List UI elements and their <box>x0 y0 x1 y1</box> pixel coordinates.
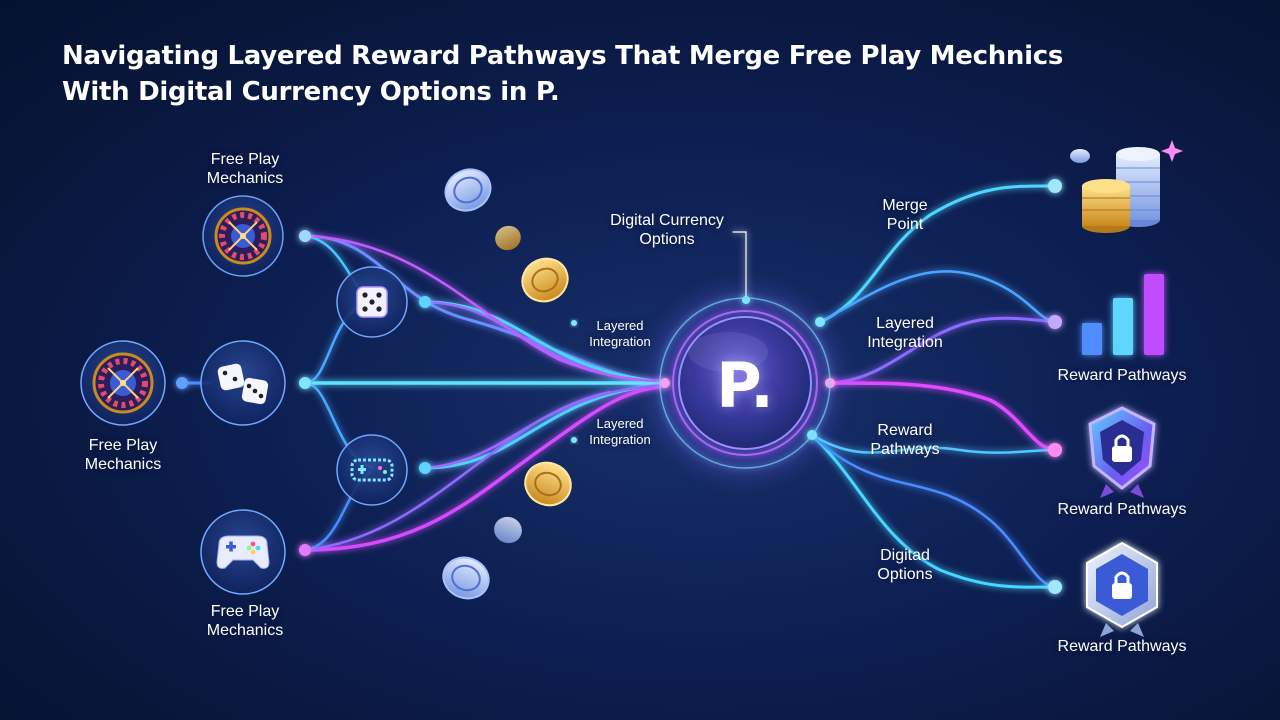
node-dot <box>1048 580 1062 594</box>
coin-streams <box>442 168 577 600</box>
layered-bottom-line2: Integration <box>589 432 651 447</box>
gold-coin-icon <box>524 461 572 507</box>
path-right-chart <box>818 270 1057 324</box>
reward-pathways-caption-2: Reward Pathways <box>1057 501 1187 518</box>
right-icons <box>1070 140 1183 637</box>
pixel-gamepad-icon <box>336 434 408 506</box>
reward-mid-line1: Reward <box>877 422 933 439</box>
left-label-middle-line1: Free Play <box>88 437 158 454</box>
node-dot <box>176 377 188 389</box>
hub-logo-letter: P. <box>716 349 774 422</box>
dice-icon <box>336 266 408 338</box>
node-dot <box>1048 443 1062 457</box>
layered-top-line2: Integration <box>589 334 651 349</box>
node-dot <box>742 296 750 304</box>
node-dot <box>1048 179 1062 193</box>
layered-right-line1: Layered <box>876 315 934 332</box>
gold-coin-icon <box>521 257 569 303</box>
left-label-bottom-line2: Mechanics <box>206 622 284 639</box>
left-label-middle: Free Play Mechanics <box>63 436 183 474</box>
path-right-center <box>828 381 1057 452</box>
title-line-1: Navigating Layered Reward Pathways That … <box>62 41 1064 71</box>
reward-pathways-caption-3: Reward Pathways <box>1057 638 1187 655</box>
layered-right-line2: Integration <box>867 334 943 351</box>
path-right-chart-b <box>828 316 1057 385</box>
gold-coin-icon <box>495 225 521 251</box>
digital-currency-line2: Options <box>639 231 695 248</box>
shield-lock-icon <box>1088 406 1156 498</box>
page-title: Navigating Layered Reward Pathways That … <box>62 38 1212 110</box>
reward-pathways-mid-label: Reward Pathways <box>850 421 960 459</box>
token-coin-icon <box>494 516 522 544</box>
merge-point-line2: Point <box>886 216 924 233</box>
token-coin-icon <box>444 168 492 212</box>
roulette-wheel-icon <box>202 195 284 277</box>
left-label-middle-line2: Mechanics <box>84 456 162 473</box>
path-right-coins <box>818 184 1057 324</box>
layered-bottom-line1: Layered <box>596 416 644 431</box>
node-dot <box>419 462 431 474</box>
layered-integration-right-label: Layered Integration <box>845 314 965 352</box>
merge-point-line1: Merge <box>882 197 928 214</box>
roulette-wheel-icon <box>80 340 166 426</box>
token-coin-icon <box>442 556 490 600</box>
left-label-bottom: Free Play Mechanics <box>185 602 305 640</box>
digitad-line2: Options <box>877 566 933 583</box>
digitad-options-label: Digitad Options <box>855 546 955 584</box>
layered-integration-label-bottom: Layered Integration <box>572 416 668 448</box>
title-line-2: With Digital Currency Options in P. <box>62 77 560 107</box>
path-bottom <box>303 384 667 552</box>
layered-top-line1: Layered <box>596 318 644 333</box>
path-top-b <box>303 234 667 383</box>
left-label-top-line2: Mechanics <box>206 170 284 187</box>
node-dot <box>299 377 311 389</box>
layered-integration-label-top: Layered Integration <box>572 318 668 350</box>
left-label-top: Free Play Mechanics <box>185 150 305 188</box>
node-dot <box>299 230 311 242</box>
path-hub-label <box>732 231 747 301</box>
path-bottom-b <box>303 383 667 552</box>
bar-chart-icon <box>1082 274 1164 355</box>
node-dot <box>299 544 311 556</box>
path-right-bottom-b <box>810 433 1057 589</box>
reward-mid-line2: Pathways <box>870 441 940 458</box>
reward-pathways-caption-1: Reward Pathways <box>1057 367 1187 384</box>
node-dot <box>1048 315 1062 329</box>
merge-point-label: Merge Point <box>855 196 955 234</box>
left-label-bottom-line1: Free Play <box>210 603 280 620</box>
central-hub <box>659 297 831 469</box>
node-dot <box>419 296 431 308</box>
gamepad-icon <box>200 509 286 595</box>
path-right-shield <box>810 433 1057 454</box>
shield-lock-icon <box>1086 541 1158 637</box>
left-icon-nodes <box>80 195 408 595</box>
node-dot <box>815 317 825 327</box>
dice-pair-icon <box>200 340 286 426</box>
coin-stack-icon <box>1070 140 1183 233</box>
right-pathways <box>732 184 1057 589</box>
node-dot <box>660 378 670 388</box>
path-right-bottom <box>810 433 1057 589</box>
digitad-line1: Digitad <box>880 547 930 564</box>
digital-currency-label: Digital Currency Options <box>592 211 742 249</box>
left-label-top-line1: Free Play <box>210 151 280 168</box>
digital-currency-line1: Digital Currency <box>610 212 724 229</box>
